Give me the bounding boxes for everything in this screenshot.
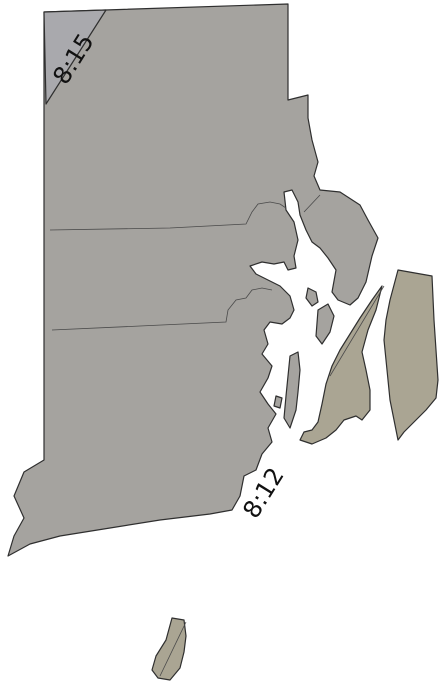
- county-boundary-north: [49, 201, 287, 231]
- bay-island-conanicut: [283, 351, 301, 429]
- county-boundary-east: [303, 194, 321, 213]
- northwest-time-zone-band: [43, 9, 107, 105]
- mainland-region: [7, 3, 379, 557]
- east-zone-aquidneck-island: [299, 285, 383, 445]
- bay-island-hope: [273, 395, 283, 409]
- block-island: [151, 617, 187, 681]
- bay-island-patience: [305, 287, 319, 307]
- block-island-boundary: [159, 621, 187, 677]
- county-boundary-south: [51, 287, 273, 331]
- east-zone-boundary: [329, 285, 385, 377]
- east-zone-sakonnet-region: [383, 269, 439, 441]
- bay-island-prudence: [315, 303, 335, 345]
